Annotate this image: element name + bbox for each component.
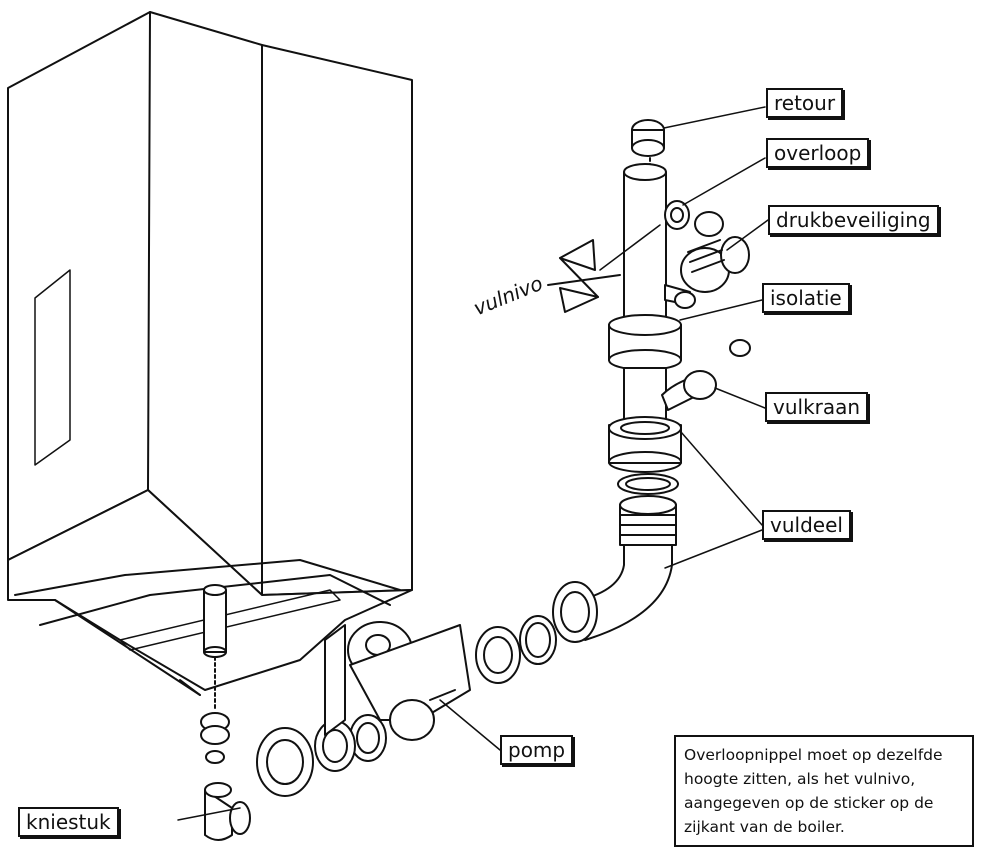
- vuldeel-column: [579, 119, 751, 641]
- label-overloop: overloop: [766, 138, 870, 168]
- label-kniestuk: kniestuk: [18, 807, 119, 837]
- label-vulkraan: vulkraan: [765, 392, 869, 422]
- label-retour: retour: [766, 88, 844, 118]
- label-pomp: pomp: [500, 735, 574, 765]
- note-box: Overloopnippel moet op dezelfde hoogte z…: [674, 735, 974, 847]
- pump-body: [324, 621, 471, 741]
- kniestuk-part: [200, 584, 251, 841]
- label-drukbeveiliging: drukbeveiliging: [768, 205, 939, 235]
- label-vuldeel: vuldeel: [762, 510, 851, 540]
- leader-lines: [177, 106, 769, 821]
- label-isolatie: isolatie: [762, 283, 850, 313]
- vulnivo-marker: [547, 239, 621, 313]
